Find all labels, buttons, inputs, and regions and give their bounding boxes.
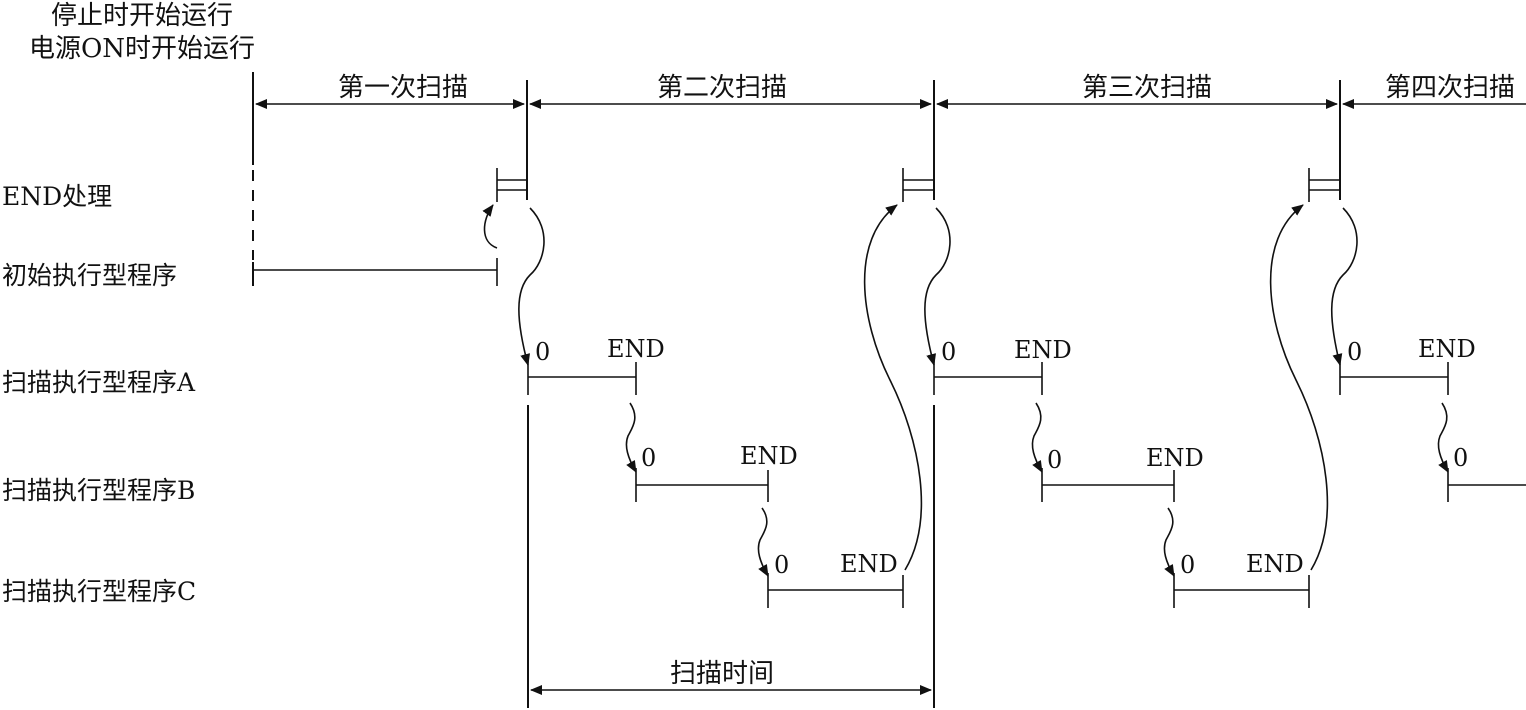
arrow-end-to-a-3 [1330, 207, 1358, 366]
mark-a3-end: END [1418, 335, 1476, 363]
end-block-1 [496, 168, 527, 202]
program-b-bar-1 [635, 468, 769, 502]
mark-c1-zero: 0 [774, 551, 789, 579]
mark-a3-zero: 0 [1347, 338, 1362, 366]
mark-b2-end: END [1146, 444, 1204, 472]
scan-4-label: 第四次扫描 [1385, 73, 1515, 103]
mark-a2-end: END [1014, 336, 1072, 364]
arrow-a-to-b-2 [1031, 402, 1043, 473]
label-start-on-power-on: 电源ON时开始运行 [29, 34, 255, 64]
arrow-a-to-b-3 [1437, 402, 1449, 473]
arrow-end-to-a-2 [924, 207, 951, 366]
arrow-initial-to-end [482, 204, 498, 249]
row-label-scan-program-c: 扫描执行型程序C [2, 577, 196, 606]
program-c-bar-1 [767, 573, 904, 608]
mark-c2-end: END [1246, 550, 1304, 578]
arrow-c-to-end-1 [863, 204, 923, 571]
row-label-scan-program-b: 扫描执行型程序B [2, 476, 195, 505]
arrow-a-to-b-1 [625, 402, 637, 473]
row-label-scan-program-a: 扫描执行型程序A [2, 368, 196, 397]
row-label-end-processing: END处理 [2, 182, 112, 211]
mark-b1-end: END [740, 442, 798, 470]
arrow-end-to-a-1 [518, 207, 545, 366]
end-block-2 [902, 168, 934, 202]
program-c-bar-2 [1173, 573, 1310, 608]
scan-3-label: 第三次扫描 [1082, 73, 1212, 103]
mark-c1-end: END [840, 550, 898, 578]
scan-1-label: 第一次扫描 [338, 73, 468, 103]
arrow-b-to-c-1 [757, 507, 769, 577]
initial-program-bar [253, 258, 498, 286]
mark-b2-zero: 0 [1047, 446, 1062, 474]
row-label-initial-program: 初始执行型程序 [2, 261, 177, 290]
label-start-when-stopped: 停止时开始运行 [51, 1, 233, 31]
mark-b3-zero: 0 [1453, 444, 1468, 472]
mark-c2-zero: 0 [1180, 551, 1195, 579]
program-b-bar-2 [1041, 468, 1175, 502]
mark-a1-end: END [607, 335, 665, 363]
scan-2-label: 第二次扫描 [657, 73, 787, 103]
mark-a1-zero: 0 [535, 338, 550, 366]
end-block-3 [1308, 168, 1340, 202]
mark-b1-zero: 0 [641, 444, 656, 472]
arrow-c-to-end-2 [1269, 204, 1329, 571]
scan-time-label: 扫描时间 [670, 659, 774, 689]
arrow-b-to-c-2 [1163, 507, 1175, 577]
mark-a2-zero: 0 [941, 338, 956, 366]
program-b-bar-3 [1447, 468, 1526, 502]
